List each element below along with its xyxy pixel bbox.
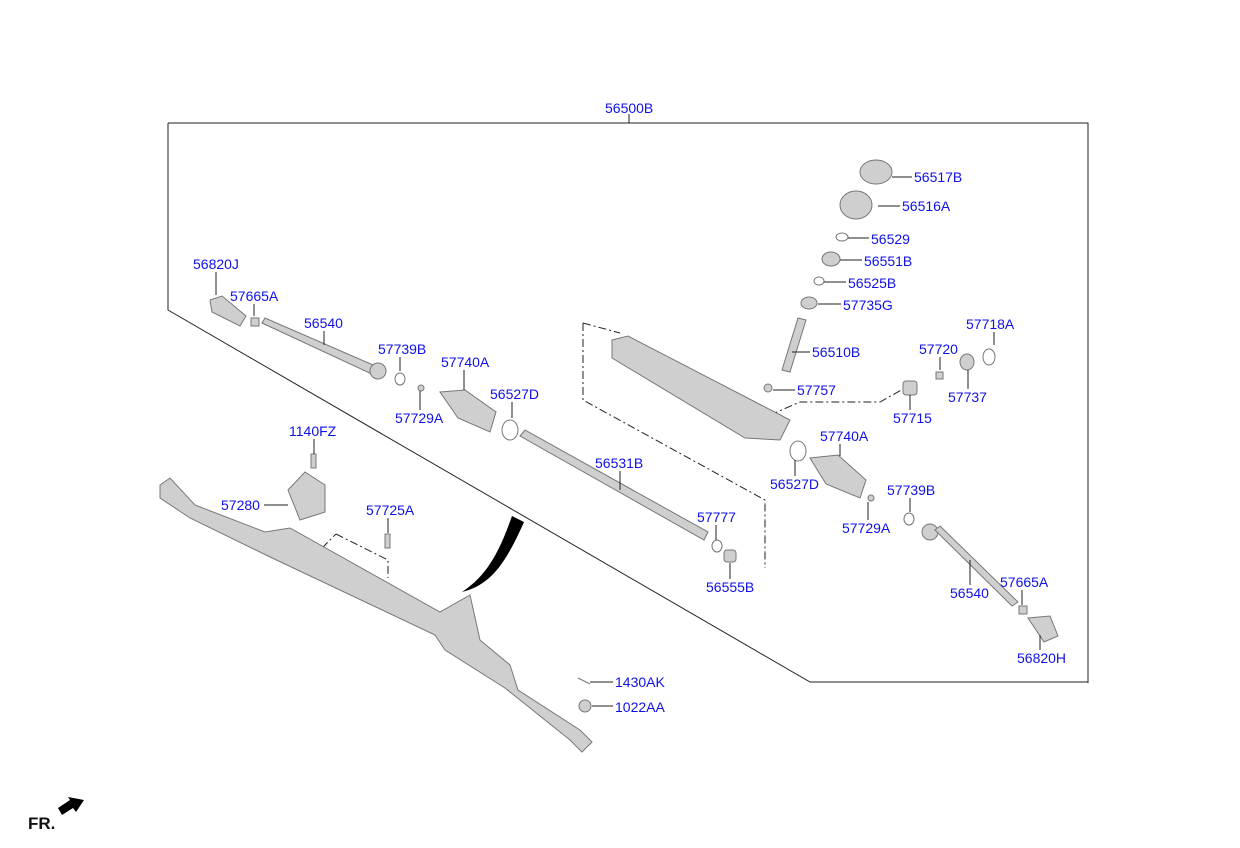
part-label-57739B[interactable]: 57739B bbox=[887, 482, 936, 498]
part-label-57777[interactable]: 57777 bbox=[697, 509, 736, 525]
part-label-56820H[interactable]: 56820H bbox=[1017, 650, 1067, 666]
part-label-57280[interactable]: 57280 bbox=[221, 497, 260, 513]
part-label-56527D[interactable]: 56527D bbox=[770, 476, 820, 492]
part-label-1140FZ[interactable]: 1140FZ bbox=[289, 423, 337, 439]
part-label-56820J[interactable]: 56820J bbox=[193, 256, 239, 272]
part-57725A bbox=[384, 533, 391, 549]
part-57718A bbox=[982, 348, 996, 366]
part-56540-r bbox=[934, 525, 1019, 607]
part-label-57739B[interactable]: 57739B bbox=[378, 341, 427, 357]
part-56529 bbox=[835, 232, 849, 242]
part-57715 bbox=[902, 380, 918, 396]
part-56516A bbox=[839, 190, 873, 220]
front-direction-label: FR. bbox=[28, 814, 56, 833]
assembly-frame bbox=[167, 114, 1089, 683]
part-56555B bbox=[723, 549, 737, 563]
part-57739B-r bbox=[903, 512, 915, 526]
part-label-56510B[interactable]: 56510B bbox=[812, 344, 861, 360]
part-label-56517B[interactable]: 56517B bbox=[914, 169, 963, 185]
detail-callout-arrow bbox=[462, 516, 524, 592]
part-label-56555B[interactable]: 56555B bbox=[706, 579, 755, 595]
part-housing bbox=[611, 335, 791, 441]
part-label-57735G[interactable]: 57735G bbox=[843, 297, 893, 313]
part-label-57740A[interactable]: 57740A bbox=[820, 428, 869, 444]
dash-link bbox=[321, 387, 906, 578]
part-1140FZ bbox=[310, 453, 317, 469]
part-56820J bbox=[209, 295, 247, 327]
part-label-56516A[interactable]: 56516A bbox=[902, 198, 951, 214]
direction-arrow-icon bbox=[58, 797, 84, 815]
part-57740A-r bbox=[809, 454, 867, 499]
part-57740A bbox=[439, 389, 497, 433]
part-label-57725A[interactable]: 57725A bbox=[366, 502, 415, 518]
part-label-57757[interactable]: 57757 bbox=[797, 382, 836, 398]
part-label-57740A[interactable]: 57740A bbox=[441, 354, 490, 370]
part-label-57718A[interactable]: 57718A bbox=[966, 316, 1015, 332]
part-57729A bbox=[417, 384, 425, 392]
part-label-57737[interactable]: 57737 bbox=[948, 389, 987, 405]
part-57737 bbox=[959, 353, 975, 371]
part-label-56540[interactable]: 56540 bbox=[304, 315, 343, 331]
part-ball-joint bbox=[369, 362, 387, 380]
part-label-56529[interactable]: 56529 bbox=[871, 231, 910, 247]
part-label-56540[interactable]: 56540 bbox=[950, 585, 989, 601]
part-label-assembly[interactable]: 56500B bbox=[605, 100, 654, 116]
part-label-56531B[interactable]: 56531B bbox=[595, 455, 644, 471]
part-56527D bbox=[501, 419, 519, 441]
part-label-1430AK[interactable]: 1430AK bbox=[615, 674, 665, 690]
part-1022AA bbox=[578, 699, 592, 713]
part-57665A-r bbox=[1018, 605, 1028, 615]
part-57280 bbox=[287, 471, 326, 521]
part-56510B bbox=[781, 317, 807, 373]
dash-box-housing bbox=[582, 322, 766, 568]
part-57757 bbox=[763, 383, 773, 393]
part-56820H bbox=[1027, 615, 1059, 643]
part-label-57665A[interactable]: 57665A bbox=[230, 288, 279, 304]
part-label-57720[interactable]: 57720 bbox=[919, 341, 958, 357]
part-label-57715[interactable]: 57715 bbox=[893, 410, 932, 426]
part-label-56551B[interactable]: 56551B bbox=[864, 253, 913, 269]
part-56527D-r bbox=[789, 440, 807, 462]
part-56531B bbox=[519, 429, 709, 541]
part-label-56527D[interactable]: 56527D bbox=[490, 386, 540, 402]
part-label-1022AA[interactable]: 1022AA bbox=[615, 699, 665, 715]
part-57777 bbox=[711, 539, 723, 553]
part-56551B bbox=[821, 251, 841, 267]
part-56517B bbox=[859, 159, 893, 185]
part-56525B bbox=[813, 276, 825, 286]
part-57739B bbox=[394, 372, 406, 386]
part-label-57729A[interactable]: 57729A bbox=[395, 410, 444, 426]
part-label-57665A[interactable]: 57665A bbox=[1000, 574, 1049, 590]
part-57665A bbox=[250, 317, 260, 327]
part-label-57729A[interactable]: 57729A bbox=[842, 520, 891, 536]
part-57720 bbox=[935, 371, 944, 380]
part-1430AK bbox=[577, 677, 591, 685]
part-57735G bbox=[800, 296, 818, 310]
part-assembled-rack bbox=[159, 477, 593, 753]
part-label-56525B[interactable]: 56525B bbox=[848, 275, 897, 291]
part-57729A-r bbox=[867, 494, 875, 502]
part-ball-joint-r bbox=[921, 523, 939, 541]
